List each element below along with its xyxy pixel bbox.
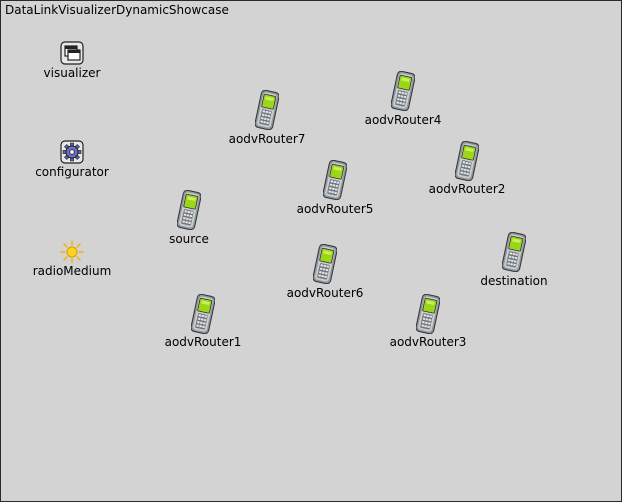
node-aodvRouter5[interactable]: aodvRouter5 [297,160,373,216]
mobile-phone-icon [191,294,215,334]
node-aodvRouter3[interactable]: aodvRouter3 [390,294,466,349]
mobile-phone-icon [455,141,479,181]
node-aodvRouter4[interactable]: aodvRouter4 [365,71,441,127]
aodvRouter4-label: aodvRouter4 [364,113,442,127]
mobile-phone-icon [177,190,201,230]
network-title: DataLinkVisualizerDynamicShowcase [5,3,229,17]
node-aodvRouter2[interactable]: aodvRouter2 [429,141,505,196]
sun-radio-icon [59,239,85,265]
mobile-phone-icon [391,71,415,111]
mobile-phone-icon [323,160,347,200]
configurator-label: configurator [35,165,109,179]
mobile-phone-icon [416,294,440,334]
aodvRouter3-label: aodvRouter3 [389,335,467,349]
node-aodvRouter6[interactable]: aodvRouter6 [287,244,363,300]
module-visualizer[interactable]: visualizer [44,38,100,80]
aodvRouter6-label: aodvRouter6 [286,286,364,300]
gear-icon [59,139,85,165]
destination-label: destination [480,274,548,288]
module-configurator[interactable]: configurator [35,138,109,179]
aodvRouter1-label: aodvRouter1 [164,335,242,349]
node-aodvRouter1[interactable]: aodvRouter1 [165,294,241,349]
radioMedium-label: radioMedium [32,264,112,278]
mobile-phone-icon [502,232,526,272]
node-aodvRouter7[interactable]: aodvRouter7 [229,90,305,146]
node-source[interactable]: source [169,190,209,246]
window-stack-icon [59,40,85,66]
module-radioMedium[interactable]: radioMedium [33,238,111,278]
node-destination[interactable]: destination [480,232,548,288]
mobile-phone-icon [255,90,279,130]
aodvRouter5-label: aodvRouter5 [296,202,374,216]
mobile-phone-icon [313,244,337,284]
source-label: source [169,232,209,246]
visualizer-label: visualizer [43,66,101,80]
aodvRouter7-label: aodvRouter7 [228,132,306,146]
aodvRouter2-label: aodvRouter2 [428,182,506,196]
